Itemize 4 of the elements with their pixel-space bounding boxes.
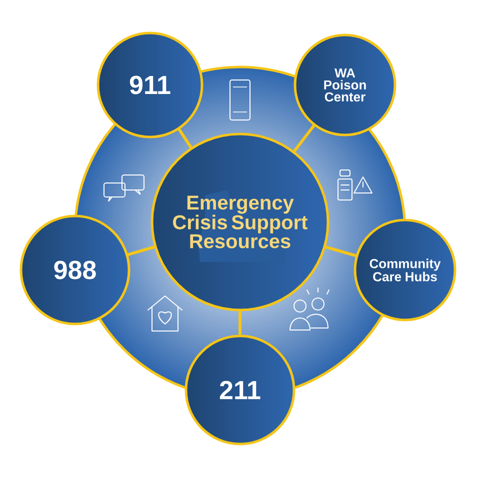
- connector-line: [238, 310, 242, 336]
- connector-line: [177, 128, 193, 150]
- connector-line: [324, 245, 358, 258]
- connector-line: [126, 245, 156, 256]
